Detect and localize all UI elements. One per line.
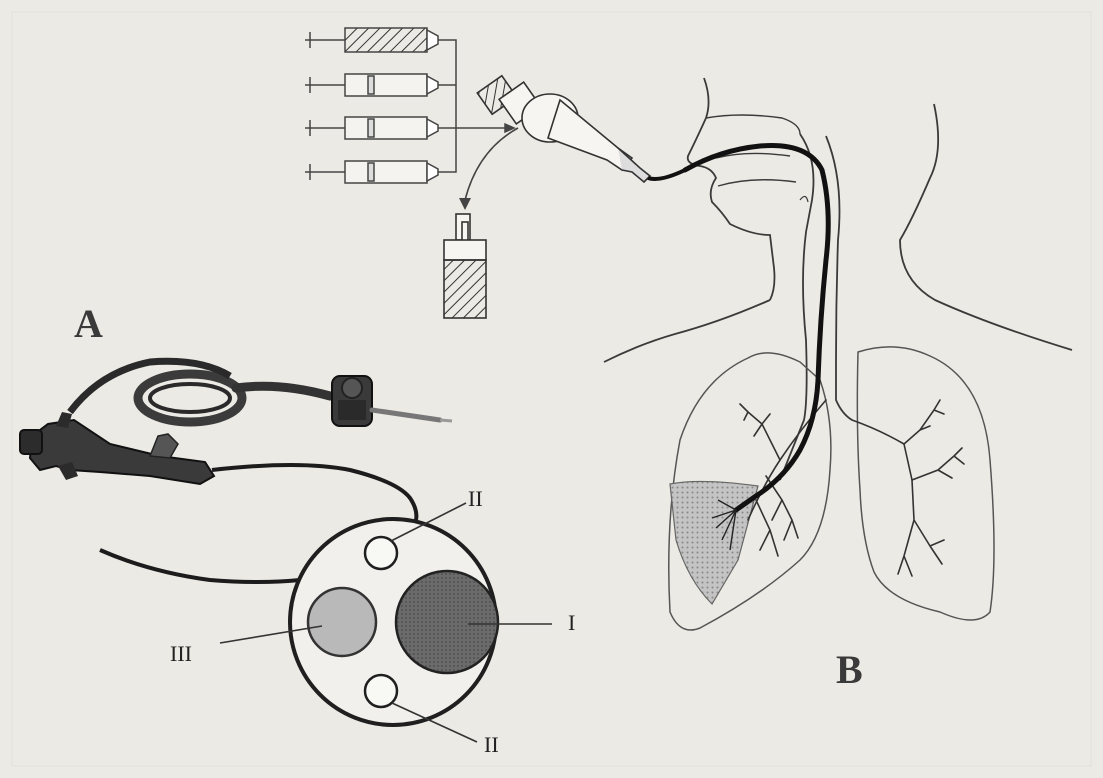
label-ii-top: II [468, 488, 483, 510]
label-ii-bottom: II [484, 734, 499, 756]
panel-label-b: B [836, 650, 863, 690]
eyepiece [20, 430, 42, 454]
label-iii: III [170, 643, 192, 665]
panel-label-a: A [74, 304, 103, 344]
label-i: I [568, 612, 575, 634]
light-guide-bottom [365, 675, 397, 707]
working-channel [396, 571, 498, 673]
objective-lens [308, 588, 376, 656]
light-guide-top [365, 537, 397, 569]
